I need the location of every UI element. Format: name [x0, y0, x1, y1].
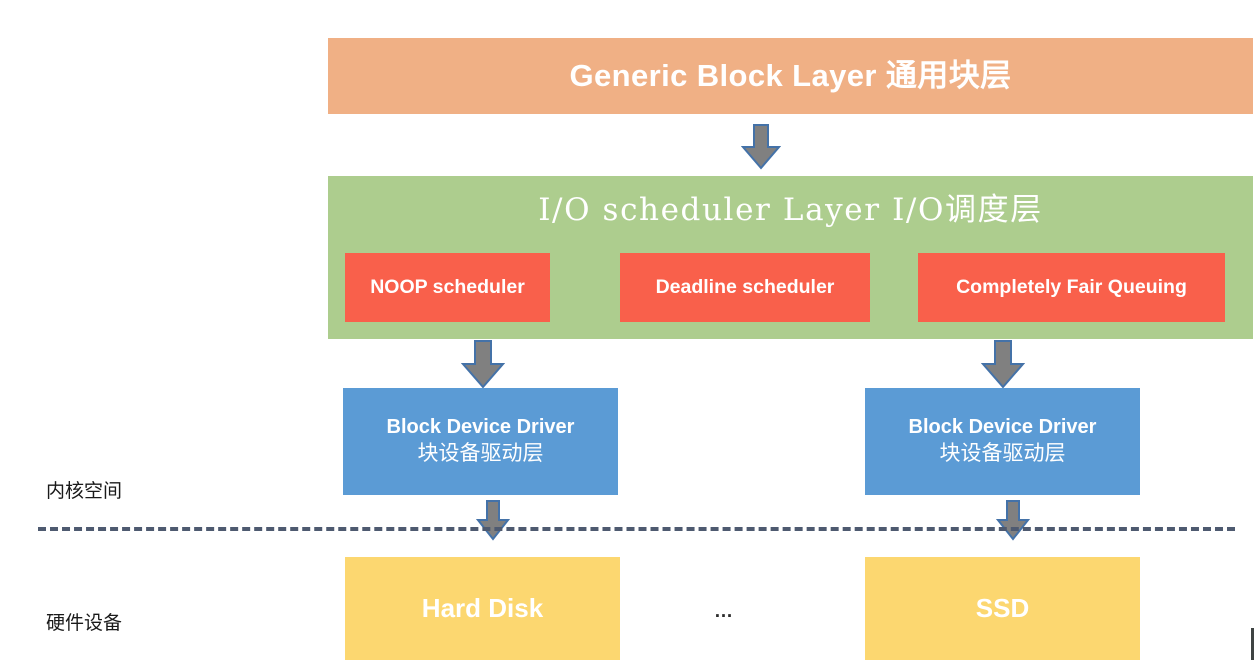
- hardware-ellipsis: …: [714, 601, 734, 622]
- scheduler-label-noop: NOOP scheduler: [370, 276, 525, 298]
- block-device-driver-label-en-left: Block Device Driver: [386, 416, 575, 439]
- block-device-driver-label-zh-left: 块设备驱动层: [417, 441, 544, 465]
- arrow-io-scheduler-to-driver-left: [461, 340, 505, 389]
- block-device-driver-label-en-right: Block Device Driver: [908, 416, 1097, 439]
- generic-block-layer-box: Generic Block Layer 通用块层: [328, 38, 1253, 114]
- block-device-driver-box-right: Block Device Driver 块设备驱动层: [865, 388, 1140, 495]
- right-edge-mark: [1251, 628, 1254, 660]
- hardware-box-hard-disk: Hard Disk: [345, 557, 620, 660]
- block-device-driver-label-zh-right: 块设备驱动层: [939, 441, 1066, 465]
- hardware-box-ssd: SSD: [865, 557, 1140, 660]
- arrow-driver-to-hardware-left: [476, 500, 510, 541]
- arrow-generic-to-io-scheduler: [741, 124, 781, 170]
- scheduler-box-deadline: Deadline scheduler: [620, 253, 870, 322]
- arrow-driver-to-hardware-right: [996, 500, 1030, 541]
- caption-kernel-space: 内核空间: [46, 480, 123, 502]
- scheduler-box-cfq: Completely Fair Queuing: [918, 253, 1225, 322]
- caption-hardware-devices: 硬件设备: [46, 612, 123, 634]
- kernel-hardware-divider: [38, 527, 1235, 531]
- hardware-label-ssd: SSD: [975, 593, 1030, 624]
- scheduler-label-deadline: Deadline scheduler: [655, 276, 835, 298]
- generic-block-layer-label: Generic Block Layer 通用块层: [569, 57, 1012, 93]
- scheduler-box-noop: NOOP scheduler: [345, 253, 550, 322]
- scheduler-label-cfq: Completely Fair Queuing: [956, 276, 1187, 298]
- io-scheduler-layer-title: I/O scheduler Layer I/O调度层: [538, 192, 1043, 228]
- hardware-label-hard-disk: Hard Disk: [421, 593, 544, 624]
- block-device-driver-box-left: Block Device Driver 块设备驱动层: [343, 388, 618, 495]
- arrow-io-scheduler-to-driver-right: [981, 340, 1025, 389]
